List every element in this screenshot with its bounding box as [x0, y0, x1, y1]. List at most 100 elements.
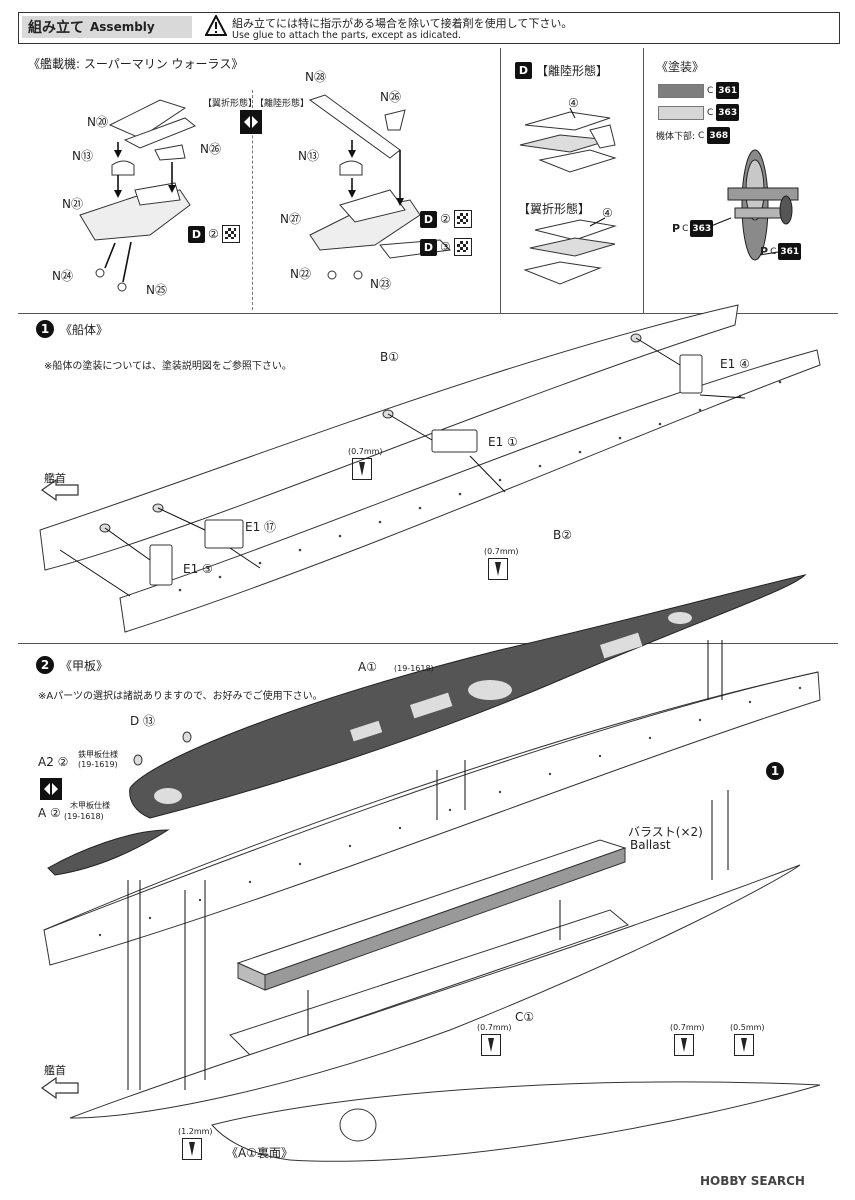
fold-part-number: ④	[602, 206, 613, 220]
callout-361: P C 361	[760, 243, 802, 260]
part-e1-3: E1 ③	[183, 562, 213, 576]
underside-num: 368	[707, 127, 731, 144]
callout-p: P	[672, 222, 681, 235]
part-n25: N㉕	[146, 283, 167, 297]
wood-deck-code: (19-1618)	[64, 812, 104, 821]
drill-icon	[481, 1034, 501, 1056]
swatch-row-363: C 363	[658, 104, 740, 121]
part-a2-2: A2 ②	[38, 755, 69, 769]
step1-number: 1	[36, 320, 54, 338]
no-glue-icon	[453, 238, 472, 256]
takeoff-label-left: 【離陸形態】	[255, 99, 310, 109]
part-n28: N㉘	[305, 70, 326, 84]
hull-step-ref: 1	[766, 762, 784, 780]
drill-label-c: (0.5mm)	[730, 1023, 765, 1032]
part-b2: B②	[553, 528, 572, 542]
bow-arrow-icon	[40, 1076, 79, 1100]
swatch-dark	[658, 83, 704, 98]
part-n24: N㉔	[52, 269, 73, 283]
takeoff-title: 【離陸形態】	[536, 64, 609, 78]
d-badge: D	[420, 238, 437, 256]
callout-363: P C 363	[672, 220, 714, 237]
step2-number: 2	[36, 656, 54, 674]
part-n23: N㉓	[370, 277, 391, 291]
underside-label: 《A①裏面》	[226, 1146, 293, 1160]
step2-heading: 2 《甲板》	[36, 656, 108, 674]
part-d13: D ⑬	[130, 714, 156, 728]
underside-code: C	[698, 130, 705, 141]
d-badge: D	[420, 210, 437, 228]
d2-ref-right: D ②	[420, 210, 472, 228]
part-a1: A①	[358, 660, 377, 674]
swatch-row-361: C 361	[658, 82, 740, 99]
swatch-code: C	[707, 107, 714, 118]
header-title-jp: 組み立て	[28, 20, 84, 36]
no-glue-icon	[221, 225, 240, 243]
divider-paint	[643, 48, 644, 313]
part-n26-left: N㉖	[200, 142, 221, 156]
part-n21: N㉑	[62, 197, 83, 211]
callout-code: C	[770, 246, 777, 257]
header-title-en: Assembly	[90, 20, 155, 34]
drill-label-1: (0.7mm)	[348, 447, 383, 456]
part-b1: B①	[380, 350, 399, 364]
ballast-label-jp: バラスト(×2)	[628, 825, 703, 839]
d-badge: D	[515, 62, 532, 79]
drill-icon	[352, 458, 372, 480]
wood-deck-label: 木甲板仕様	[70, 801, 110, 810]
fold-label-left: 【翼折形態】	[203, 99, 258, 109]
drill-icon	[734, 1034, 754, 1056]
drill-label-b: (0.7mm)	[670, 1023, 705, 1032]
drill-label-d: (1.2mm)	[178, 1127, 213, 1136]
swatch-code: C	[707, 85, 714, 96]
callout-num: 363	[690, 220, 714, 237]
header-title-box: 組み立て Assembly	[22, 16, 192, 38]
step2-note: ※Aパーツの選択は諸説ありますので、お好みでご使用下さい。	[38, 691, 323, 702]
part-a1-code: (19-1618)	[394, 664, 434, 673]
fold-title: 【翼折形態】	[518, 202, 591, 216]
d2-ref-left: D ②	[188, 225, 240, 243]
bow-label-1: 艦首	[44, 472, 66, 485]
part-n20: N⑳	[87, 115, 108, 129]
divider-modes	[500, 48, 501, 313]
d-badge: D	[188, 225, 205, 243]
drill-icon	[182, 1138, 202, 1160]
part-n27: N㉗	[280, 212, 301, 226]
part-c1: C①	[515, 1010, 535, 1024]
part-a-2: A ②	[38, 806, 61, 820]
swatch-light	[658, 105, 704, 120]
part-n13-right: N⑬	[298, 149, 319, 163]
d-number: ③	[440, 240, 451, 254]
bow-label-2: 艦首	[44, 1064, 66, 1077]
swatch-num: 361	[716, 82, 740, 99]
d-number: ②	[440, 212, 451, 226]
part-e1-17: E1 ⑰	[245, 520, 277, 534]
iron-deck-code: (19-1619)	[78, 760, 118, 769]
callout-code: C	[682, 223, 689, 234]
fold-toggle-icon	[240, 110, 262, 134]
part-n26-right: N㉖	[380, 90, 401, 104]
step1-heading: 1 《船体》	[36, 320, 108, 338]
d3-ref-right: D ③	[420, 238, 472, 256]
iron-deck-label: 鉄甲板仕様	[78, 750, 118, 759]
part-e1-1: E1 ①	[488, 435, 518, 449]
underside-row: 機体下部: C 368	[656, 127, 731, 144]
d-number: ②	[208, 227, 219, 241]
part-n22: N㉒	[290, 267, 311, 281]
watermark: HOBBY SEARCH	[700, 1174, 805, 1188]
mode-header: D 【離陸形態】	[515, 62, 608, 79]
warning-text-en: Use glue to attach the parts, except as …	[232, 30, 462, 41]
ballast-label-en: Ballast	[630, 838, 671, 852]
aircraft-title: 《艦載機: スーパーマリン ウォーラス》	[28, 57, 244, 71]
callout-num: 361	[778, 243, 802, 260]
drill-icon	[674, 1034, 694, 1056]
part-n13-left: N⑬	[72, 149, 93, 163]
takeoff-part-number: ④	[568, 96, 579, 110]
fold-toggle-icon	[40, 778, 62, 800]
divider-step1	[18, 313, 838, 314]
warning-icon	[205, 15, 227, 36]
step1-note: ※船体の塗装については、塗装説明図をご参照下さい。	[44, 361, 292, 372]
drill-icon	[488, 558, 508, 580]
